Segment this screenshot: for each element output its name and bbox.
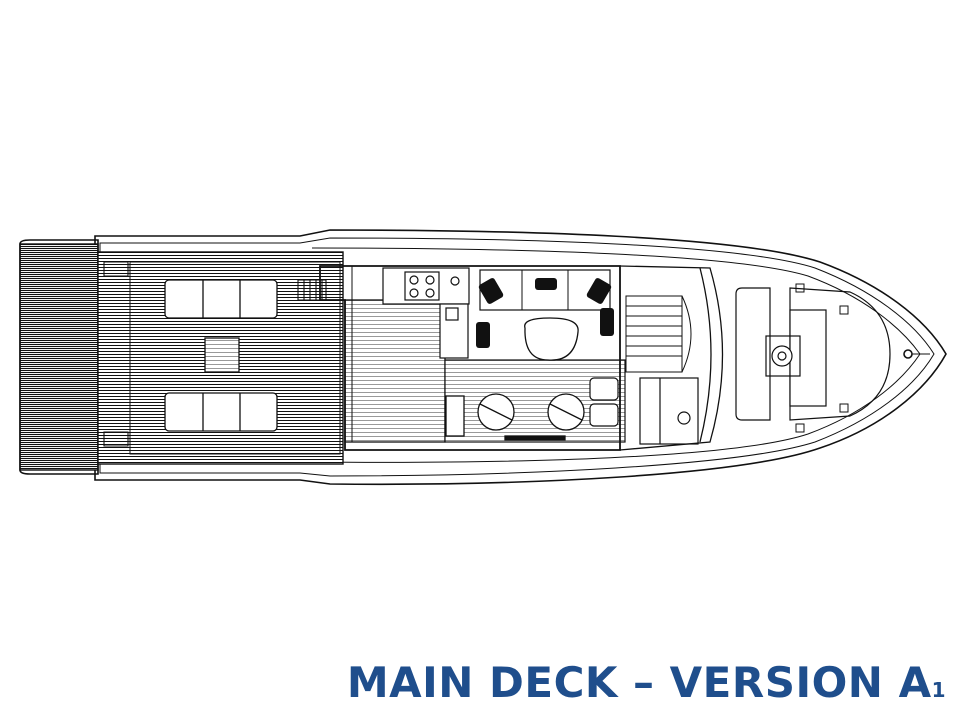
swim-platform: [19, 239, 99, 475]
cockpit-steps: [103, 261, 327, 447]
foredeck-sunpad: [735, 287, 891, 421]
saloon: [319, 265, 626, 451]
deck-title-text: MAIN DECK – VERSION A: [346, 658, 932, 707]
galley: [382, 267, 470, 359]
helm-station: [589, 377, 699, 445]
companionway-stairs: [625, 295, 692, 373]
aft-lounge-cushions: [164, 279, 278, 432]
hull-outline: [94, 229, 947, 486]
saloon-armchairs: [445, 393, 585, 441]
deck-fittings: [795, 283, 849, 433]
saloon-seating: [476, 269, 614, 361]
deck-title: MAIN DECK – VERSION A1: [347, 658, 946, 707]
deck-title-subscript: 1: [931, 678, 946, 702]
windscreen: [619, 265, 724, 451]
